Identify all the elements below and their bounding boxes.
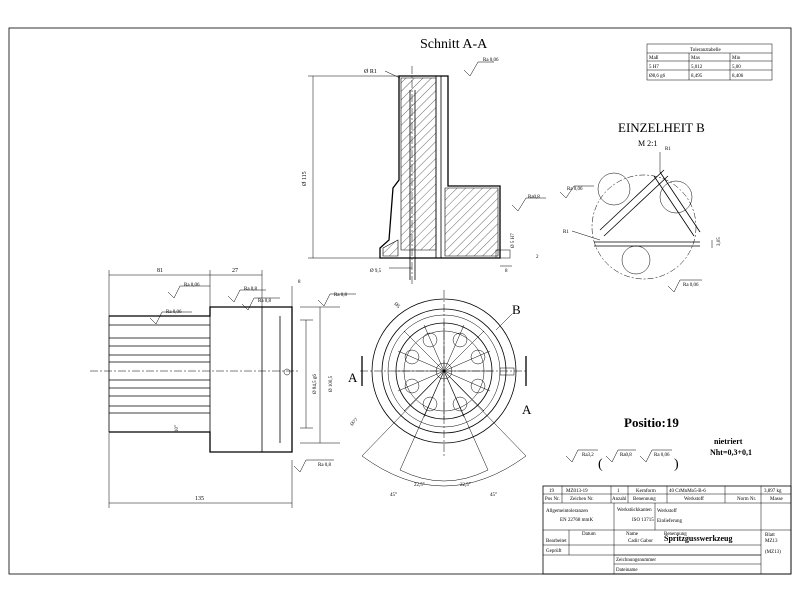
detail-scale: M 2:1 (638, 139, 657, 148)
tol-header-1: Maß (649, 56, 659, 61)
tb-author: Cadir Gabor (628, 539, 653, 544)
tb-drawing-no: MZ013-19 (566, 489, 588, 494)
tb-designation-label: Benennung (664, 532, 687, 537)
ra-side-view-5: Ra 0,8 (334, 293, 348, 298)
detail-title: EINZELHEIT B (618, 120, 705, 135)
legend-ra08: Ra0,8 (620, 453, 632, 458)
tb-row-geprueft: Geprüft (546, 549, 562, 554)
tb-material-label: Werkstoff (657, 509, 677, 514)
dim-d95: Ø 9,5 (370, 269, 382, 274)
ra-side-view-1: Ra 0,06 (184, 283, 200, 288)
front-view: A A B Ø5 Ø77 22,5° 22,5° 45° 45° (348, 290, 532, 498)
tol-header-2: Max (691, 56, 701, 61)
dim-d27: 27 (232, 268, 238, 274)
dim-d10: 10° (175, 425, 180, 432)
tb-part-name: Kernform (636, 489, 656, 494)
dim-d81: 81 (157, 268, 163, 274)
tol-r1c2: 5,012 (691, 65, 703, 70)
tb-material: 40 CrMnMo5-B-6 (669, 489, 706, 494)
dim-d5: Ø5 (393, 302, 401, 310)
ra-side-view-3: Ra 0,8 (244, 287, 258, 292)
ra-side-view-6: Ra 0,8 (318, 463, 332, 468)
tb-h-pos: Pos Nr. (545, 497, 560, 502)
detail-r1-top: R1 (665, 147, 671, 152)
cut-label-right: A (522, 402, 532, 417)
position-label: Positio:19 (624, 415, 679, 430)
dim-d135: 135 (195, 496, 204, 502)
tb-treatment-label: Einlieferung (657, 519, 682, 524)
dim-d115: Ø 115 (302, 171, 308, 186)
dim-d4: 8 (298, 280, 301, 285)
tb-row-bearbeitet: Bearbeitet (546, 539, 567, 544)
dim-r1: Ø R1 (364, 69, 377, 75)
section-title: Schnitt A-A (420, 37, 488, 52)
ra-top: Ra 0,06 (483, 58, 499, 63)
tolerance-title: Toleranztabelle (690, 48, 722, 53)
nitrided-note: nietriert (714, 437, 743, 446)
legend-paren-open: ( (598, 457, 603, 472)
tol-r2c2: 8,495 (691, 74, 703, 79)
detail-view: R1 R1 3,05 Ra 0,06 (563, 147, 722, 293)
dim-angle-3: 45° (390, 493, 397, 498)
side-view: 81 27 135 8 Ø 100,5 Ø 84,5 g6 10° Ra 0,0… (90, 268, 356, 508)
tb-h-anz: Anzahl (612, 497, 627, 502)
tol-header-3: Min (732, 56, 741, 61)
ra-side-view-2: Ra 0,06 (166, 310, 182, 315)
nht-note: Nht=0,3+0,1 (710, 448, 752, 457)
dim-angle-4: 45° (490, 493, 497, 498)
section-view: Ø 115 Ø R1 Ra 0,06 Ø 9,5 Ra0,8 Ra 0,06 Ø… (302, 58, 594, 284)
tb-drawing-title: Spritzgusswerkzeug (664, 534, 732, 543)
detail-ref-b: B (512, 302, 521, 317)
cut-label-left: A (348, 370, 358, 385)
tb-qty: 19 (549, 489, 555, 494)
tb-h-norm: Norm Nr. (737, 497, 756, 502)
dim-d77: Ø77 (350, 417, 360, 427)
dim-d5h7: Ø 5 H7 (511, 233, 516, 248)
tb-count: 1 (617, 489, 620, 494)
tb-h-werk: Werkstoff (684, 497, 704, 502)
dim-d1005: Ø 100,5 (329, 375, 334, 392)
tol-r2c1: Ø8,6 g6 (649, 74, 666, 79)
tol-r1c1: 5 H7 (649, 65, 659, 70)
tb-general-tol: Allgemeintoleranzen (546, 509, 588, 514)
legend-paren-close: ) (674, 457, 679, 472)
tb-name-label: Name (626, 532, 639, 537)
tolerance-table: Toleranztabelle Maß Max Min 5 H7 5,012 5… (646, 43, 773, 81)
tb-format: (MZ13) (765, 550, 781, 555)
drawing-border (8, 27, 792, 575)
tol-r2c3: 8,406 (732, 74, 744, 79)
dim-angle-1: 22,5° (414, 483, 425, 488)
roughness-legend: Ra3,2 ( Ra0,8 Ra 0,06 ) (565, 449, 679, 472)
tb-data-label: Dateiname (616, 568, 638, 573)
tb-h-zeich: Zeichen Nr. (570, 497, 594, 502)
tb-general-tol-norm: EN 22768 mmK (560, 518, 593, 523)
tb-h-ben: Benennung (633, 497, 656, 502)
tb-h-masse: Masse (770, 497, 784, 502)
dim-d2: 2 (536, 255, 539, 260)
ra-side: Ra0,8 (528, 195, 540, 200)
dim-d845: Ø 84,5 g6 (313, 374, 318, 394)
tb-drawing-no-label: Zeichnungsnummer (616, 558, 656, 563)
legend-ra32: Ra3,2 (582, 453, 594, 458)
tb-surface: Werkstückkanten (617, 508, 652, 513)
ra-side-view-4: Ra 0,8 (258, 299, 272, 304)
tb-surface-norm: ISO 13715 (632, 518, 654, 523)
ra-side-2: Ra 0,06 (567, 187, 583, 192)
tol-r1c3: 5,00 (732, 65, 741, 70)
detail-d305: 3,05 (717, 237, 722, 246)
tb-sheet-code: MZ13 (765, 539, 778, 544)
title-block: 19 MZ013-19 1 Kernform 40 CrMnMo5-B-6 3,… (542, 485, 792, 575)
detail-r1-left: R1 (563, 230, 569, 235)
dim-angle-2: 22,5° (460, 483, 471, 488)
tb-sheet-label: Blatt (765, 533, 775, 538)
legend-ra006: Ra 0,06 (654, 453, 670, 458)
tb-date-label: Datum (582, 532, 596, 537)
dim-d8: 8 (505, 269, 508, 274)
tb-mass: 3,897 kg (764, 489, 782, 494)
detail-ra: Ra 0,06 (683, 283, 699, 288)
